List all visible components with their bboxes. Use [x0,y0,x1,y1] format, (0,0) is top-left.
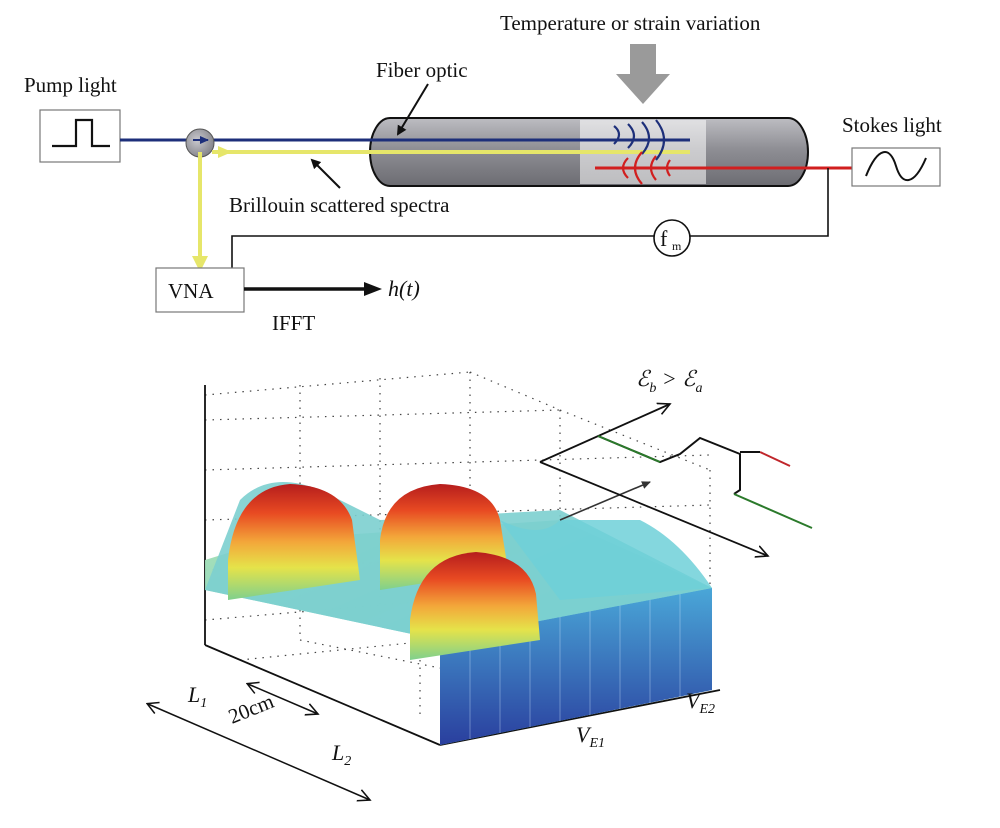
stokes-light-source [851,147,941,187]
modulation-line [231,168,829,272]
sine-waveform-icon [865,151,927,181]
ve1-label: VE1 [576,722,605,751]
ve2-label: VE2 [686,688,715,717]
pump-light-source [39,109,121,163]
pulse-waveform-icon [52,118,110,148]
fm-modulator: f m [653,219,691,257]
brillouin-label: Brillouin scattered spectra [229,193,450,217]
circulator [185,128,215,158]
fm-subscript: m [672,239,682,253]
ifft-arrowhead [364,282,382,296]
vna-label: VNA [168,279,214,303]
fiber-optic-pointer [396,83,429,136]
peak-3 [410,552,540,660]
scatter-arrowhead [218,146,232,158]
inset-green-segment-upper [597,435,661,463]
inset-vertical-axis [539,404,670,463]
fm-label: f [660,226,668,251]
inset-horizontal-axis [539,461,768,556]
surface-peaks [228,484,712,660]
pump-light-label: Pump light [24,73,117,97]
temperature-strain-label: Temperature or strain variation [500,11,761,35]
stokes-light-label: Stokes light [842,113,942,137]
temperature-strain-arrow [616,44,670,104]
inset-pointer [559,481,651,521]
inset-red-segment [759,451,791,467]
l1-label: L1 [187,682,207,711]
ht-label: h(t) [388,276,420,301]
fiber-optic-label: Fiber optic [376,58,468,82]
surface-wall-stripes [469,594,681,739]
l2-label: L2 [331,740,351,769]
strain-inset: ℰb > ℰa [539,366,813,556]
20cm-label: 20cm [225,689,277,729]
plot-axes [204,385,721,746]
ifft-label: IFFT [272,311,315,335]
20cm-arrow [248,684,318,714]
surface-right-plateau [500,520,712,600]
brillouin-pointer [310,158,341,189]
scatter-to-vna-arrowhead [192,256,208,272]
vna-box: VNA [155,267,245,313]
strain-label: ℰb > ℰa [636,366,703,396]
peak-1 [228,484,360,600]
length-arrow [148,704,370,800]
inset-green-segment-lower [733,493,813,529]
acoustic-wave-arcs [613,119,671,185]
